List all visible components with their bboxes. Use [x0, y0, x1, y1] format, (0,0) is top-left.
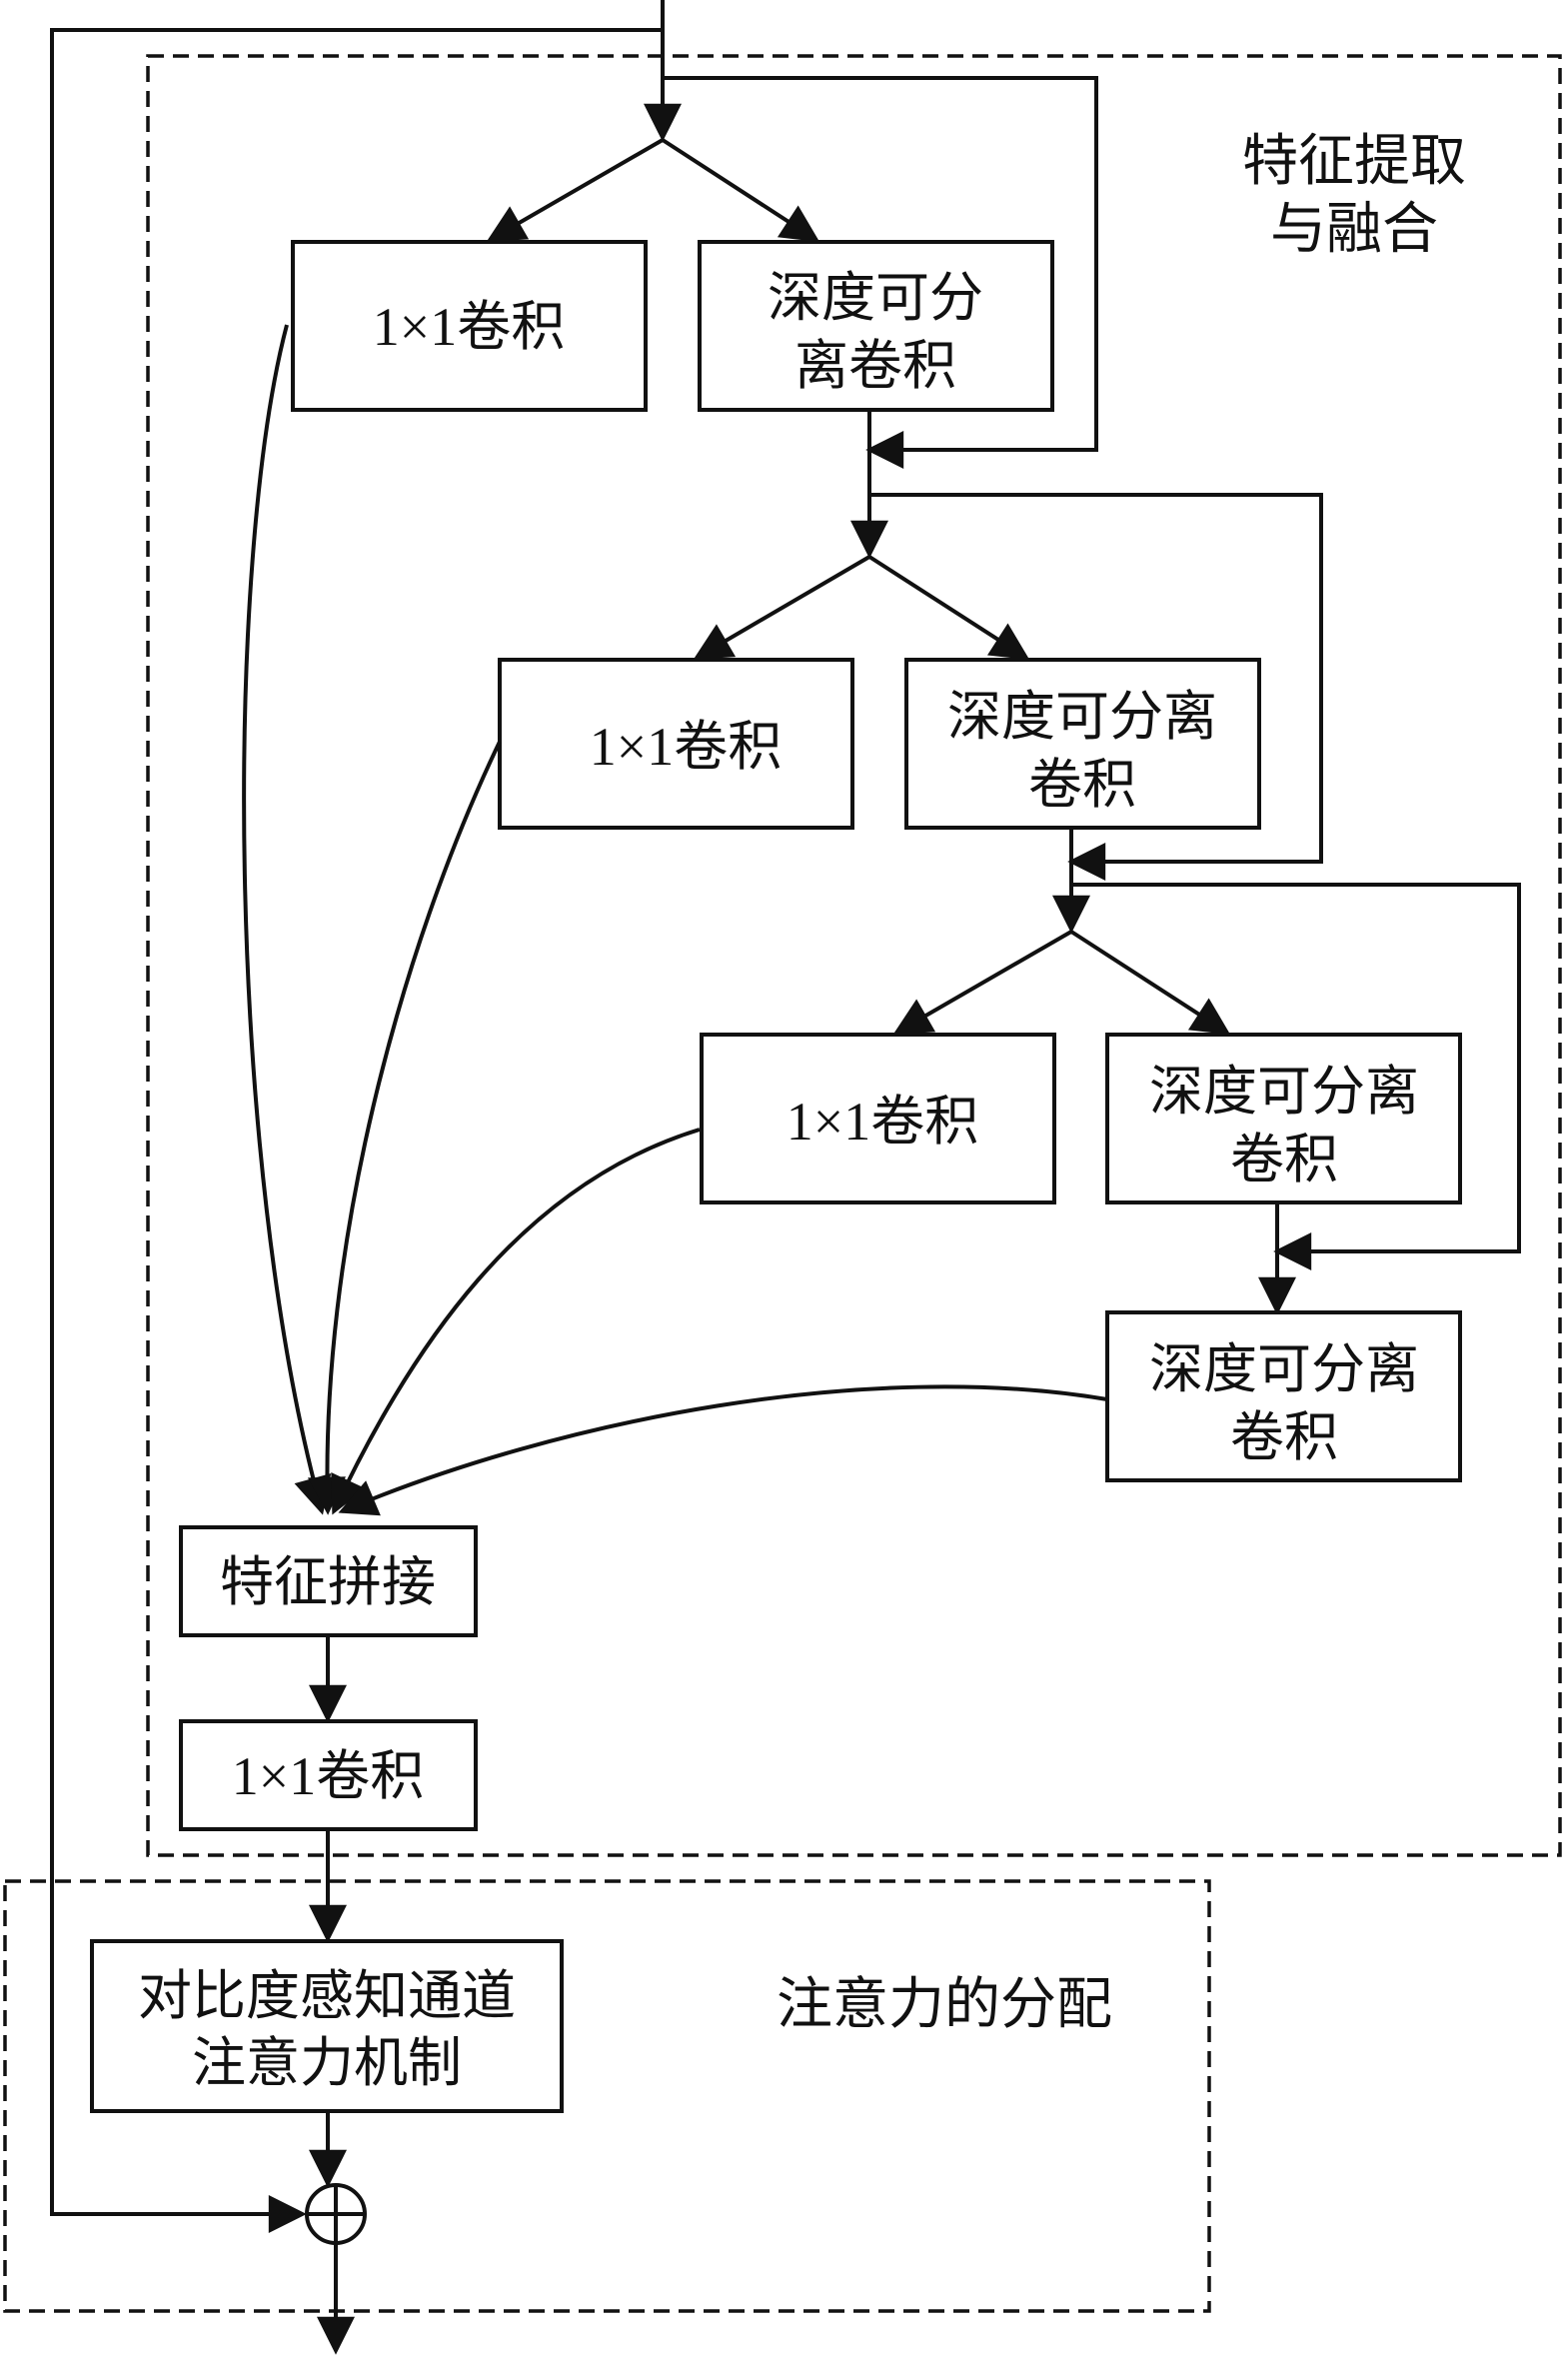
dsconv-node-c-line1: 深度可分离 — [1149, 1062, 1419, 1122]
split-3-right-arrow — [1069, 930, 1231, 1036]
conv1x1-node-c: 1×1卷积 — [700, 1033, 1056, 1204]
feature-path-b — [307, 741, 502, 1515]
residual-1-path — [663, 76, 1098, 469]
dsconv-node-c-line2: 卷积 — [1230, 1130, 1338, 1189]
split-3-left-arrow — [892, 930, 1072, 1035]
feature-extraction-label-line2: 与融合 — [1270, 199, 1438, 261]
attention-region — [3, 1879, 1211, 2313]
dsconv-node-d-line1: 深度可分离 — [1149, 1339, 1419, 1399]
attention-node: 对比度感知通道 注意力机制 — [90, 1939, 564, 2113]
dsconv-node-d: 深度可分离 卷积 — [1105, 1310, 1462, 1482]
feature-extraction-region — [146, 54, 1562, 1857]
concat-node-label: 特征拼接 — [220, 1552, 436, 1612]
dsconv-node-a-line2: 离卷积 — [794, 336, 956, 396]
feature-path-a — [242, 324, 332, 1515]
split-2-right-arrow — [867, 555, 1030, 661]
dsconv-node-b: 深度可分离 卷积 — [904, 658, 1261, 830]
attention-node-line1: 对比度感知通道 — [138, 1966, 516, 2026]
feature-extraction-label-line1: 特征提取 — [1242, 131, 1466, 193]
feature-path-c — [331, 1128, 701, 1515]
conv1x1-node-b: 1×1卷积 — [498, 658, 854, 830]
attention-region-label: 注意力的分配 — [777, 1974, 1112, 2036]
dsconv-node-b-line2: 卷积 — [1028, 755, 1136, 815]
conv1x1-node-c-label: 1×1卷积 — [786, 1092, 978, 1152]
outer-residual-path — [50, 28, 663, 2233]
concat-node: 特征拼接 — [179, 1525, 478, 1637]
dsconv-node-a-line1: 深度可分 — [768, 268, 983, 328]
add-operator-icon — [305, 2183, 367, 2245]
conv1x1-node-a: 1×1卷积 — [291, 240, 648, 412]
feature-path-d — [338, 1384, 1108, 1516]
split-1-left-arrow — [486, 138, 665, 242]
residual-3-path — [1071, 883, 1521, 1270]
split-2-left-arrow — [693, 555, 871, 660]
conv1x1-output-node: 1×1卷积 — [179, 1719, 478, 1831]
dsconv-node-d-line2: 卷积 — [1230, 1407, 1338, 1467]
conv1x1-node-b-label: 1×1卷积 — [590, 717, 782, 777]
residual-2-path — [869, 493, 1323, 881]
conv1x1-output-node-label: 1×1卷积 — [232, 1746, 424, 1806]
conv1x1-node-a-label: 1×1卷积 — [373, 297, 565, 357]
dsconv-node-b-line1: 深度可分离 — [947, 687, 1217, 747]
dsconv-node-c: 深度可分离 卷积 — [1105, 1033, 1462, 1204]
split-1-right-arrow — [661, 138, 820, 243]
dsconv-node-a: 深度可分 离卷积 — [698, 240, 1054, 412]
attention-node-line2: 注意力机制 — [192, 2033, 462, 2093]
